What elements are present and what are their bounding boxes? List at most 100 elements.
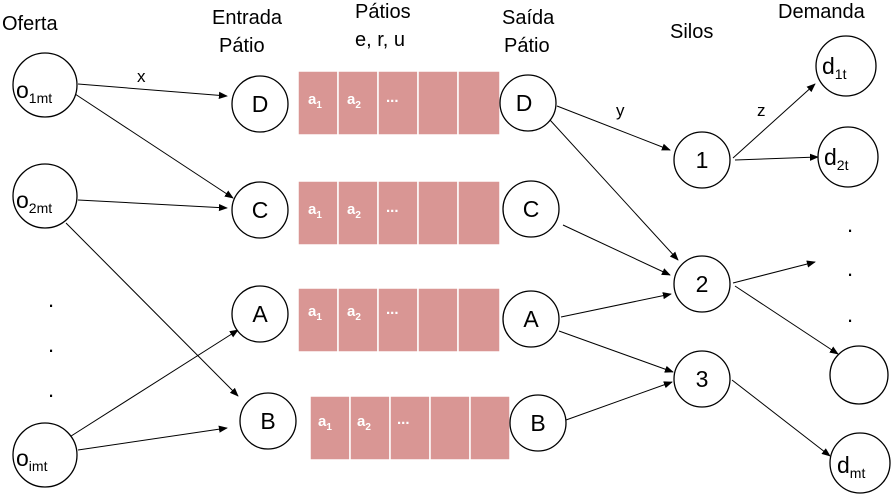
yard-D-a1-sub: 1 [316,100,322,111]
header-saida: Saída [502,7,555,29]
edge-exit-D-silo-1 [556,105,671,151]
demand-node-d2t: d2t [817,126,879,188]
edge-silo-2-empty [734,285,839,355]
svg-text:a2: a2 [357,413,371,433]
entry-node-B: B [239,392,297,450]
exit-C-label: C [523,196,540,222]
exit-node-A: A [502,290,560,348]
silo-2-label: 2 [696,271,709,297]
edge-silo-3-dm [731,379,831,457]
entry-node-A: A [231,285,289,343]
svg-text:d1t: d1t [822,53,847,82]
yard-row-D: a1 a2 ... [297,70,501,136]
exit-node-B: B [509,394,567,452]
edge-o1-entry-C [71,91,234,199]
demand-node-empty [829,345,889,405]
demand-dmt-main: d [837,452,850,478]
yard-B-a2: a [357,413,366,430]
entry-C-label: C [252,197,269,223]
header-patios: Pátios [355,1,411,23]
silo-1-label: 1 [696,147,709,173]
yard-B-cell-2 [349,395,391,461]
supply-o2mt-main: o [16,187,29,213]
yard-C-cell-5 [457,180,501,246]
supply-dot-3: . [48,377,54,402]
exit-node-D: D [499,74,557,132]
edge-silo-1-d1 [732,83,816,159]
svg-text:a1: a1 [308,303,322,323]
entry-node-C: C [231,181,289,239]
yard-row-B: a1 a2 ... [309,395,511,461]
edge-exit-A-silo-2 [560,292,672,318]
header-patios-indices: e, r, u [355,29,405,51]
demand-dot-3: . [847,302,853,327]
edge-silo-1-d2 [734,153,819,161]
yard-B-a2-sub: 2 [365,422,371,433]
yard-C-ellipsis: ... [386,199,399,216]
header-silos: Silos [670,21,713,43]
edge-o2-entry-C [77,199,228,212]
yard-B-a1: a [318,413,327,430]
edge-silo-2-dots [732,260,816,284]
edge-oi-entry-B [77,425,228,451]
yard-D-cell-3 [377,70,419,136]
entry-D-label: D [252,91,269,117]
yard-B-ellipsis: ... [397,411,410,428]
supply-node-o1mt: o1mt [12,52,78,118]
supply-dot-2: . [48,332,54,357]
edge-label-z: z [757,101,766,120]
supply-o2mt-sub: 2mt [29,200,52,216]
supply-node-oimt: oimt [12,422,78,488]
silo-node-3: 3 [673,350,731,408]
edge-oi-entry-A [67,329,239,439]
yard-A-a2: a [347,303,356,320]
demand-dmt-sub: mt [850,465,866,481]
yard-A-a1: a [308,303,317,320]
entry-A-label: A [252,301,268,327]
yard-B-cell-1 [309,395,351,461]
header-entrada-patio: Pátio [219,35,265,57]
yard-C-cell-2 [337,180,379,246]
yard-A-ellipsis: ... [386,301,399,318]
demand-d2t-sub: 2t [837,157,849,173]
svg-text:a2: a2 [347,201,361,221]
svg-text:a1: a1 [318,413,332,433]
supply-oimt-sub: imt [29,458,48,474]
yard-D-a2-sub: 2 [355,100,361,111]
demand-node-dmt: dmt [829,432,891,494]
yard-A-cell-2 [337,287,379,353]
entry-B-label: B [260,408,275,434]
supply-dot-1: . [48,287,54,312]
supply-node-o2mt: o2mt [12,163,78,229]
yard-B-a1-sub: 1 [326,422,332,433]
svg-text:o2mt: o2mt [16,187,52,216]
header-saida-patio: Pátio [504,35,550,57]
yard-A-cell-5 [457,287,501,353]
yard-B-cell-5 [469,395,511,461]
yard-D-a1: a [308,91,317,108]
yard-row-C: a 1 a2 ... [297,180,501,246]
yard-C-a1-sub: 1 [316,210,322,221]
exit-A-label: A [523,306,539,332]
svg-text:oimt: oimt [16,445,48,474]
supply-oimt-main: o [16,445,29,471]
demand-d1t-sub: 1t [835,66,847,82]
silo-node-2: 2 [673,255,731,313]
edge-exit-A-silo-3 [558,330,674,373]
yard-C-a2-sub: 2 [355,210,361,221]
edge-label-x: x [137,67,146,86]
edge-exit-D-silo-2 [549,119,679,261]
edge-o2-entry-B [65,222,239,397]
yard-A-cell-3 [377,287,419,353]
edge-exit-B-silo-3 [565,381,673,421]
yard-A-a1-sub: 1 [316,312,322,323]
yard-B-cell-3 [389,395,431,461]
yard-C-a2: a [347,201,356,218]
yard-C-cell-4 [417,180,459,246]
silo-3-label: 3 [696,366,709,392]
yard-A-a2-sub: 2 [355,312,361,323]
supply-o1mt-main: o [16,77,29,103]
header-oferta: Oferta [2,13,58,35]
header-demanda: Demanda [778,1,866,23]
